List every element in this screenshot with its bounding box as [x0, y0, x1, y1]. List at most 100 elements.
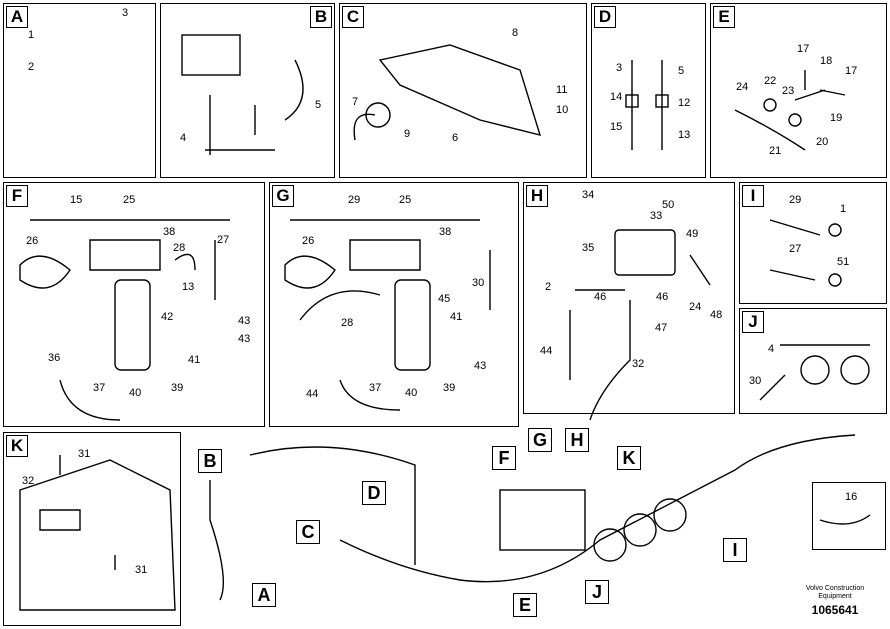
part-number: 5 — [678, 65, 685, 77]
callout-k: K — [617, 446, 641, 470]
part-number: 28 — [341, 317, 354, 329]
panel-label-d: D — [594, 6, 616, 28]
panel-label-g: G — [272, 185, 294, 207]
panel-g: G — [269, 182, 519, 427]
part-number: 48 — [710, 309, 723, 321]
panel-label-f: F — [6, 185, 28, 207]
part-number: 19 — [830, 112, 843, 124]
part-number: 34 — [582, 189, 595, 201]
callout-h: H — [565, 428, 589, 452]
part-number: 4 — [180, 132, 187, 144]
part-number: 28 — [173, 242, 186, 254]
callout-c: C — [296, 520, 320, 544]
part-number: 24 — [736, 81, 749, 93]
part-number: 17 — [797, 43, 810, 55]
panel-label-i: I — [742, 185, 764, 207]
part-number: 1 — [28, 29, 35, 41]
part-number: 24 — [689, 301, 702, 313]
part-number: 47 — [655, 322, 668, 334]
part-number: 33 — [650, 210, 663, 222]
part-number: 41 — [450, 311, 463, 323]
part-number: 38 — [163, 226, 176, 238]
part-number: 51 — [837, 256, 850, 268]
part-number: 39 — [171, 382, 184, 394]
part-number: 10 — [556, 104, 569, 116]
part-number: 27 — [217, 234, 230, 246]
part-number: 32 — [22, 475, 35, 487]
footer: Volvo Construction Equipment 1065641 — [790, 585, 880, 617]
part-number: 36 — [48, 352, 61, 364]
part-number: 18 — [820, 55, 833, 67]
part-number: 15 — [610, 121, 623, 133]
part-number: 12 — [678, 97, 691, 109]
part-number: 21 — [769, 145, 782, 157]
part-number: 40 — [405, 387, 418, 399]
part-number: 17 — [845, 65, 858, 77]
callout-b: B — [198, 449, 222, 473]
panel-label-j: J — [742, 311, 764, 333]
part-number: 27 — [789, 243, 802, 255]
part-number: 40 — [129, 387, 142, 399]
callout-j: J — [585, 580, 609, 604]
part-number: 7 — [352, 96, 359, 108]
panel-extra — [812, 482, 886, 550]
callout-e: E — [513, 593, 537, 617]
part-number: 37 — [93, 382, 106, 394]
panel-label-e: E — [713, 6, 735, 28]
part-number: 39 — [443, 382, 456, 394]
panel-label-a: A — [6, 6, 28, 28]
part-number: 46 — [656, 291, 669, 303]
panel-i: I — [739, 182, 887, 304]
part-number: 23 — [782, 85, 795, 97]
panel-h: H — [523, 182, 735, 414]
panel-k: K — [3, 432, 181, 626]
part-number: 35 — [582, 242, 595, 254]
brand-line-1: Volvo Construction — [805, 585, 865, 592]
callout-f: F — [492, 446, 516, 470]
panel-d: D — [591, 3, 706, 178]
part-number: 15 — [70, 194, 83, 206]
panel-e: E — [710, 3, 887, 178]
part-number: 43 — [238, 315, 251, 327]
part-number: 4 — [768, 343, 775, 355]
part-number: 26 — [26, 235, 39, 247]
part-number: 8 — [512, 27, 519, 39]
part-number: 22 — [764, 75, 777, 87]
part-number: 43 — [474, 360, 487, 372]
part-number: 6 — [452, 132, 459, 144]
part-number: 29 — [789, 194, 802, 206]
part-number: 44 — [306, 388, 319, 400]
part-number: 43 — [238, 333, 251, 345]
part-number: 30 — [472, 277, 485, 289]
part-number: 2 — [545, 281, 552, 293]
brand-line-2: Equipment — [818, 593, 852, 600]
part-number: 42 — [161, 311, 174, 323]
callout-d: D — [362, 481, 386, 505]
part-number: 25 — [123, 194, 136, 206]
part-number: 31 — [78, 448, 91, 460]
panel-b: B — [160, 3, 335, 178]
part-number: 25 — [399, 194, 412, 206]
part-number: 46 — [594, 291, 607, 303]
panel-label-c: C — [342, 6, 364, 28]
panel-label-h: H — [526, 185, 548, 207]
part-number: 9 — [404, 128, 411, 140]
part-number: 16 — [845, 491, 858, 503]
part-number: 13 — [182, 281, 195, 293]
part-number: 11 — [556, 84, 568, 96]
panel-label-b: B — [310, 6, 332, 28]
part-number: 1 — [840, 203, 847, 215]
part-number: 44 — [540, 345, 553, 357]
panel-label-k: K — [6, 435, 28, 457]
part-number: 32 — [632, 358, 645, 370]
part-number: 13 — [678, 129, 691, 141]
part-number: 30 — [749, 375, 762, 387]
panel-j: J — [739, 308, 887, 414]
part-number: 29 — [348, 194, 361, 206]
panel-f: F — [3, 182, 265, 427]
panel-a: A — [3, 3, 156, 178]
part-number: 31 — [135, 564, 148, 576]
part-number: 14 — [610, 91, 623, 103]
